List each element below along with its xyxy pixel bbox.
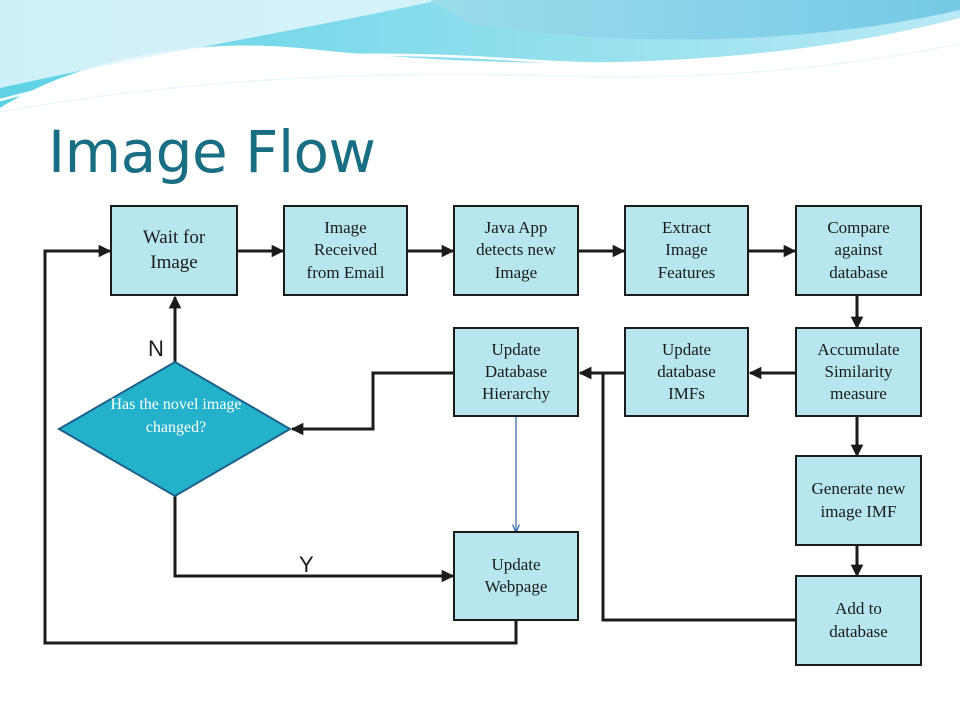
box-update-imfs-label: Update database IMFs [657,339,716,404]
page-title: Image Flow [48,118,376,186]
yes-branch-label: Y [299,552,314,577]
box-add-to-database-label: Add to database [829,599,888,641]
box-generate-imf: Generate new image IMF [795,455,922,546]
box-wait-for-image-label: Wait for Image [142,226,206,273]
box-java-app: Java App detects new Image [453,205,579,296]
box-compare-database: Compare against database [795,205,922,296]
box-accumulate-similarity-label: Accumulate Similarity measure [817,339,900,404]
box-update-hierarchy-label: Update Database Hierarchy [482,339,550,404]
decision-diamond [57,360,292,498]
box-image-received-label: Image Received from Email [306,218,385,282]
connectors [43,244,864,645]
box-extract-features-label: Extract Image Features [657,218,716,282]
box-update-webpage: Update Webpage [453,531,579,621]
box-add-to-database: Add to database [795,575,922,666]
box-update-webpage-label: Update Webpage [484,554,548,596]
box-extract-features: Extract Image Features [624,205,749,296]
box-wait-for-image: Wait for Image [110,205,238,296]
box-generate-imf-label: Generate new image IMF [811,479,906,521]
decision-label: Has the novel image changed? [110,396,242,436]
box-compare-database-label: Compare against database [827,218,890,282]
no-branch-label: N [148,336,164,361]
box-accumulate-similarity: Accumulate Similarity measure [795,327,922,417]
box-java-app-label: Java App detects new Image [476,218,556,282]
box-update-hierarchy: Update Database Hierarchy [453,327,579,417]
header-wave [0,0,960,113]
box-image-received: Image Received from Email [283,205,408,296]
box-update-imfs: Update database IMFs [624,327,749,417]
